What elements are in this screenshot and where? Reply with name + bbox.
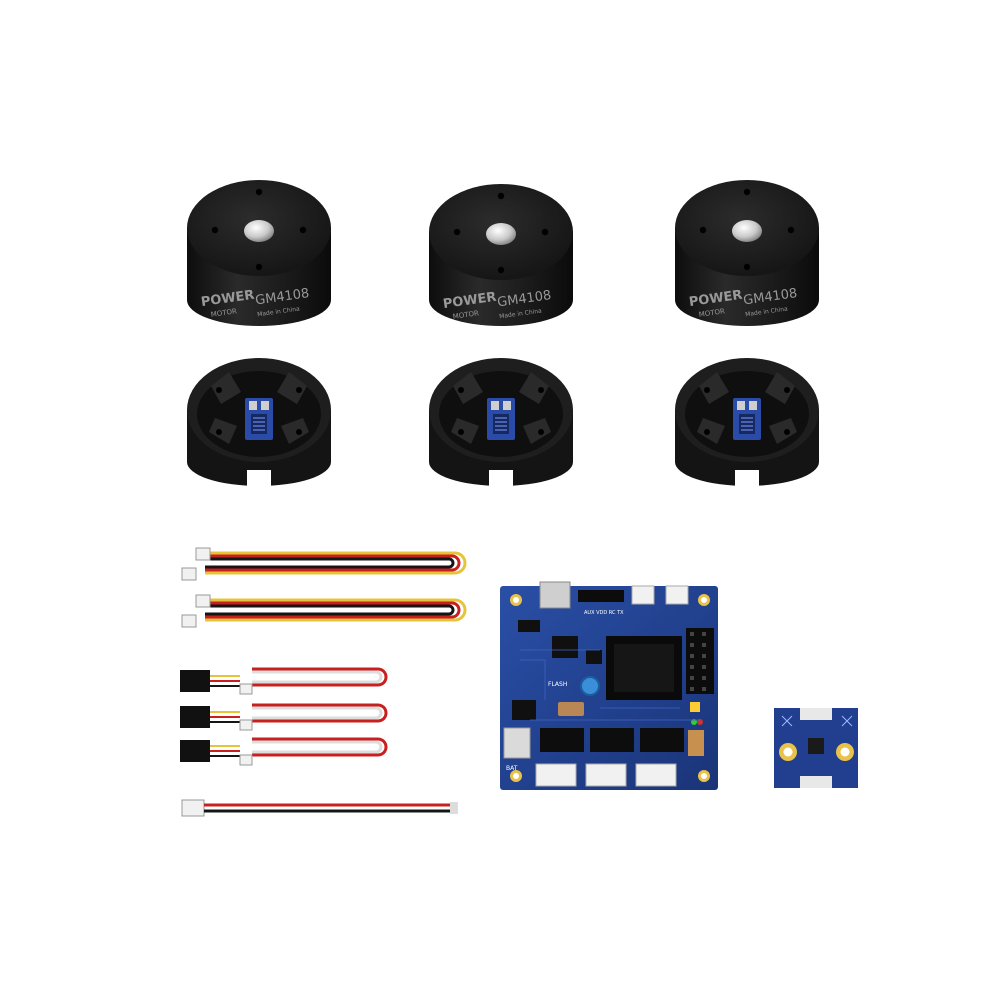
driver-chip <box>540 728 584 752</box>
motor-brand-sub-text: MOTOR <box>698 307 725 319</box>
motor-2: POWER MOTOR GM4108 Made in China <box>429 184 573 326</box>
motor-connector <box>535 763 577 787</box>
power-lead <box>181 799 458 817</box>
connector-icon <box>239 719 253 731</box>
motor-1: POWER MOTOR GM4108 Made in China <box>187 180 331 326</box>
connector-icon <box>195 547 211 561</box>
pin-header <box>686 628 714 694</box>
flash-label: FLASH <box>548 681 567 688</box>
bearing-icon <box>732 220 762 242</box>
encoder-base-2 <box>429 358 573 488</box>
usb-port-icon <box>539 581 571 609</box>
servo-cable-3 <box>180 737 388 766</box>
encoder-sensor-chip <box>487 398 515 440</box>
connector-icon <box>239 683 253 695</box>
servo-cable-1 <box>180 667 388 695</box>
driver-chip <box>590 728 634 752</box>
potentiometer-icon <box>580 676 600 696</box>
servo-connector-icon <box>180 670 210 692</box>
motor-brand-text: POWER <box>200 288 255 310</box>
connector-icon <box>181 614 197 628</box>
encoder-base-1 <box>187 358 331 488</box>
axis-marker-icon <box>781 715 793 727</box>
motor-brand-text: POWER <box>442 290 497 312</box>
connector-icon <box>195 594 211 608</box>
imu-sensor-board <box>774 708 858 788</box>
bearing-icon <box>244 220 274 242</box>
motor-brand-sub-text: MOTOR <box>452 309 479 321</box>
motor-connector <box>585 763 627 787</box>
motor-brand-sub-text: MOTOR <box>210 307 237 319</box>
connector-icon <box>239 754 253 766</box>
motor-model-text: GM4108 <box>254 286 310 308</box>
motor-model-text: GM4108 <box>742 286 798 308</box>
connector-icon <box>181 799 205 817</box>
servo-connector-icon <box>180 740 210 762</box>
motor-brand-text: POWER <box>688 288 743 310</box>
imu-chip <box>808 738 824 754</box>
looped-cable-2 <box>181 594 467 628</box>
motor-connector <box>635 763 677 787</box>
motor-3: POWER MOTOR GM4108 Made in China <box>675 180 819 326</box>
axis-marker-icon <box>841 715 853 727</box>
servo-connector-icon <box>180 706 210 728</box>
motor-model-text: GM4108 <box>496 288 552 310</box>
header-label: AUX VDD RC TX <box>584 610 624 616</box>
encoder-sensor-chip <box>245 398 273 440</box>
servo-cable-2 <box>180 703 388 731</box>
encoder-base-3 <box>675 358 819 488</box>
bearing-icon <box>486 223 516 245</box>
connector-icon <box>181 567 197 581</box>
driver-chip <box>640 728 684 752</box>
encoder-sensor-chip <box>733 398 761 440</box>
controller-board: AUX VDD RC TX FLASH <box>500 581 718 790</box>
looped-cable-1 <box>181 547 467 581</box>
bat-label: BAT <box>506 765 518 772</box>
